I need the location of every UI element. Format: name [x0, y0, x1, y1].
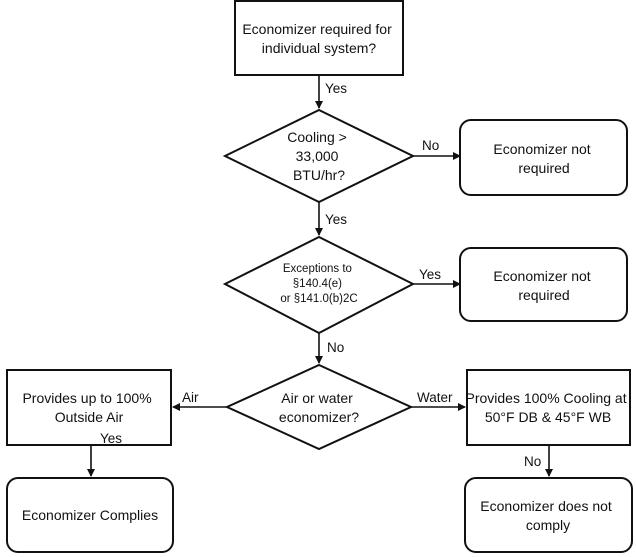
cooling-100-line-1: Provides 100% Cooling at	[466, 390, 627, 406]
outside-air-line-1: Provides up to 100%	[22, 390, 151, 406]
not-comply-label: Economizer does not comply	[480, 498, 615, 533]
edge-label-exceptions-yes: Yes	[419, 267, 441, 282]
edge-label-air: Air	[182, 390, 199, 405]
edge-label-exceptions-no: No	[327, 340, 344, 355]
cooling-decision-diamond	[222, 108, 416, 204]
start-label: Economizer required for individual syste…	[242, 21, 395, 56]
cooling-decision-line-1: Cooling >	[287, 129, 347, 145]
cooling-100-box	[466, 369, 631, 446]
cooling-100-line-2: 50°F DB & 45°F WB	[485, 409, 611, 425]
type-decision-line-2: economizer?	[279, 409, 359, 425]
not-required-box-2	[459, 247, 628, 322]
cooling-decision-line-2: 33,000	[296, 148, 339, 164]
exceptions-decision-label: Exceptions to §140.4(e) or §141.0(b)2C	[280, 263, 357, 305]
start-label-line-1: Economizer required for	[242, 21, 392, 37]
not-required-1-line-1: Economizer not	[493, 141, 590, 157]
not-comply-box	[464, 477, 633, 553]
node-labels: Economizer required for individual syste…	[22, 21, 631, 533]
outside-air-box	[6, 369, 172, 446]
complies-label: Economizer Complies	[22, 507, 158, 523]
edge-label-cooling-yes: Yes	[325, 212, 347, 227]
not-required-1-label: Economizer not required	[493, 141, 594, 176]
not-comply-line-1: Economizer does not	[480, 498, 612, 514]
not-required-box-1	[459, 119, 628, 196]
exceptions-decision-line-3: or §141.0(b)2C	[280, 293, 357, 305]
node-shapes	[6, 0, 633, 553]
edge-label-start-yes: Yes	[325, 81, 347, 96]
exceptions-decision-line-1: Exceptions to	[283, 263, 352, 275]
type-decision-diamond	[224, 363, 414, 451]
edge-label-water: Water	[417, 390, 453, 405]
connectors	[87, 75, 553, 477]
edge-label-cooling-no: No	[422, 138, 439, 153]
exceptions-decision-diamond	[222, 235, 416, 335]
outside-air-line-2: Outside Air	[55, 409, 124, 425]
cooling-100-label: Provides 100% Cooling at 50°F DB & 45°F …	[466, 390, 631, 425]
not-required-2-label: Economizer not required	[493, 268, 594, 303]
not-required-2-line-1: Economizer not	[493, 268, 590, 284]
start-box	[234, 0, 404, 76]
exceptions-decision-line-2: §140.4(e)	[293, 278, 342, 290]
outside-air-label: Provides up to 100% Outside Air	[22, 390, 155, 425]
edge-label-cooling-100-no: No	[524, 454, 541, 469]
start-label-line-2: individual system?	[262, 40, 377, 56]
edge-labels: Yes No Yes Yes No Air Water Yes No	[100, 81, 541, 469]
type-decision-label: Air or water economizer?	[279, 390, 359, 425]
not-comply-line-2: comply	[526, 517, 570, 533]
complies-line-1: Economizer Complies	[22, 507, 158, 523]
type-decision-line-1: Air or water	[281, 390, 353, 406]
not-required-1-line-2: required	[518, 160, 569, 176]
complies-box	[6, 477, 174, 553]
not-required-2-line-2: required	[518, 287, 569, 303]
cooling-decision-label: Cooling > 33,000 BTU/hr?	[287, 129, 350, 183]
cooling-decision-line-3: BTU/hr?	[293, 167, 345, 183]
edge-label-outside-air-yes: Yes	[100, 431, 122, 446]
